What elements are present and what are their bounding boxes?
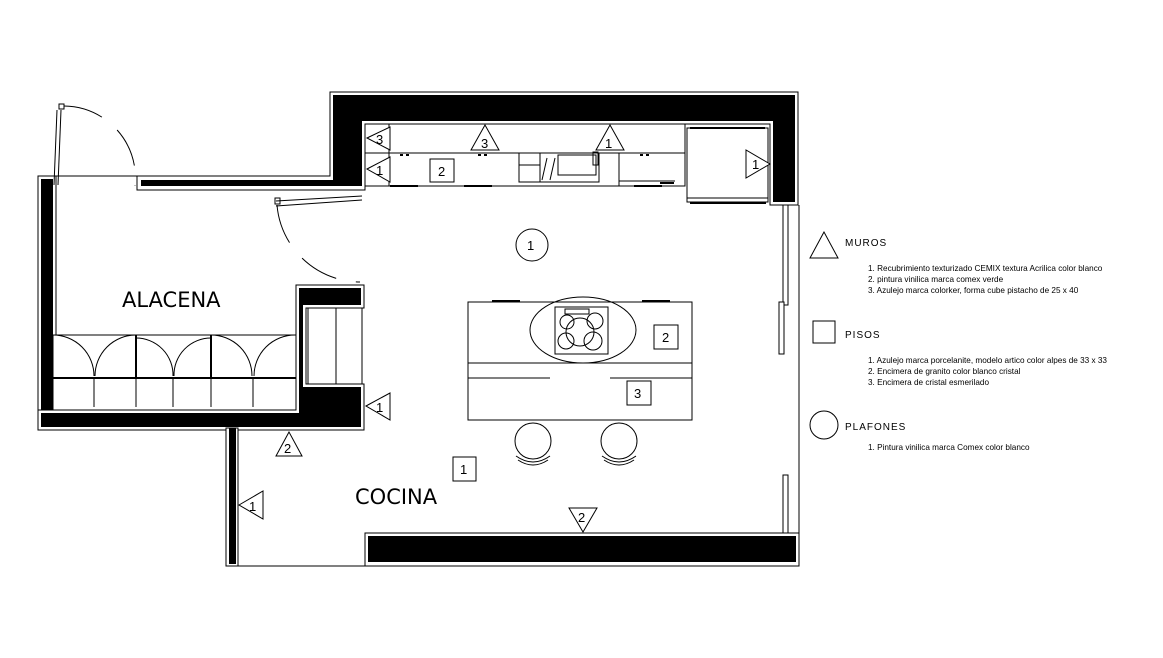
svg-text:1: 1 <box>249 499 256 514</box>
wall-tag-triangle: 1 <box>595 123 625 151</box>
stool <box>514 422 552 460</box>
walls <box>37 91 800 567</box>
floor-tag-square: 2 <box>429 158 455 183</box>
kitchen-island[interactable] <box>467 296 693 421</box>
svg-text:1: 1 <box>605 136 612 151</box>
legend-item: 1. Azulejo marca porcelanite, modelo art… <box>868 356 1107 365</box>
wall-tag-triangle: 2 <box>275 430 303 457</box>
room-label-alacena: ALACENA <box>122 288 221 312</box>
svg-text:2: 2 <box>438 164 445 179</box>
wall-tag-triangle: 3 <box>365 126 391 151</box>
svg-text:3: 3 <box>481 136 488 151</box>
svg-text:2: 2 <box>662 330 669 345</box>
cabinets-north <box>364 123 686 187</box>
wall-tag-triangle: 1 <box>745 149 771 179</box>
legend-plafones: PLAFONES 1. Pintura vinilica marca Comex… <box>808 410 1158 506</box>
triangle-icon <box>809 230 839 259</box>
cooktop[interactable] <box>554 306 609 355</box>
wall-tag-triangle: 3 <box>470 123 500 151</box>
svg-text:1: 1 <box>376 163 383 178</box>
legend-muros: MUROS 1. Recubrimiento texturizado CEMIX… <box>808 230 1158 322</box>
svg-text:1: 1 <box>460 462 467 477</box>
refrigerator[interactable] <box>686 127 769 204</box>
finishes-legend: MUROS 1. Recubrimiento texturizado CEMIX… <box>808 230 1158 506</box>
legend-title-pisos: PISOS <box>845 330 881 341</box>
room-label-cocina: COCINA <box>355 485 438 509</box>
hood-outline <box>529 296 637 364</box>
wall-tags: 3 3 1 1 1 1 2 1 <box>238 123 771 533</box>
legend-item: 3. Azulejo marca colorker, forma cube pi… <box>868 286 1079 295</box>
sink[interactable] <box>518 151 600 183</box>
floor-tag-square: 1 <box>452 456 477 482</box>
door-alacena[interactable] <box>274 195 363 283</box>
svg-text:2: 2 <box>284 441 291 456</box>
svg-text:1: 1 <box>752 157 759 172</box>
alacena-shelving <box>52 334 297 411</box>
legend-items-plafones: 1. Pintura vinilica marca Comex color bl… <box>868 442 1030 453</box>
bar-stools <box>514 422 638 466</box>
legend-title-plafones: PLAFONES <box>845 422 907 433</box>
circle-icon <box>809 410 839 440</box>
square-icon <box>812 320 836 344</box>
floor-tag-square: 2 <box>653 324 679 350</box>
floor-tag-square: 3 <box>626 380 652 406</box>
svg-text:1: 1 <box>527 238 534 253</box>
door-exterior[interactable] <box>53 103 136 187</box>
pantry-cabinet[interactable] <box>307 307 363 385</box>
svg-text:3: 3 <box>376 132 383 147</box>
svg-text:3: 3 <box>634 386 641 401</box>
legend-item: 2. pintura vinilica marca comex verde <box>868 275 1004 284</box>
svg-text:1: 1 <box>376 400 383 415</box>
doors <box>53 103 363 283</box>
wall-tag-triangle: 1 <box>364 392 391 421</box>
wall-tag-triangle: 1 <box>238 490 264 520</box>
legend-item: 1. Recubrimiento texturizado CEMIX textu… <box>868 264 1103 273</box>
floor-tags: 2 2 3 1 <box>429 158 679 482</box>
wall-tag-triangle: 2 <box>568 507 598 533</box>
legend-item: 3. Encimera de cristal esmerilado <box>868 378 990 387</box>
legend-items-muros: 1. Recubrimiento texturizado CEMIX textu… <box>868 263 1102 296</box>
legend-item: 2. Encimera de granito color blanco cris… <box>868 367 1021 376</box>
legend-pisos: PISOS 1. Azulejo marca porcelanite, mode… <box>808 320 1158 414</box>
window-east[interactable] <box>782 204 789 306</box>
wall-tag-triangle: 1 <box>365 156 391 183</box>
legend-items-pisos: 1. Azulejo marca porcelanite, modelo art… <box>868 355 1107 388</box>
svg-text:2: 2 <box>578 510 585 525</box>
stool <box>600 422 638 460</box>
legend-title-muros: MUROS <box>845 238 888 249</box>
legend-item: 1. Pintura vinilica marca Comex color bl… <box>868 443 1030 452</box>
ceiling-tag-circle: 1 <box>515 228 549 262</box>
